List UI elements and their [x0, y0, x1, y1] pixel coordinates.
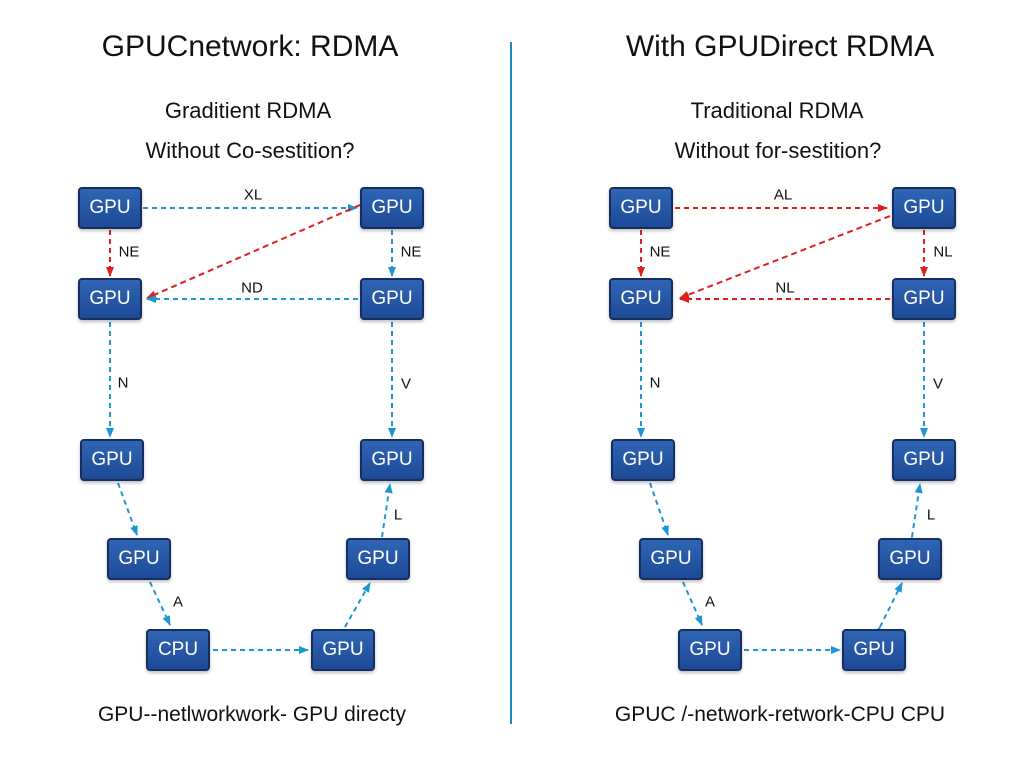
- left-label-left-long: N: [117, 374, 129, 392]
- right-node-3: GPU: [609, 278, 673, 320]
- right-node-4: GPU: [892, 278, 956, 320]
- left-node-2: GPU: [360, 187, 424, 229]
- left-node-7: GPU: [107, 538, 171, 580]
- right-edge-left-diag-1: [649, 482, 669, 536]
- left-node-9: CPU: [146, 629, 210, 671]
- right-label-right-long: V: [932, 375, 944, 393]
- right-label-mid: NL: [775, 279, 795, 297]
- right-node-9: GPU: [678, 629, 742, 671]
- left-label-top: XL: [243, 186, 263, 204]
- right-label-bottom-left: A: [704, 593, 716, 611]
- right-node-1: GPU: [609, 187, 673, 229]
- left-label-right-down: NE: [400, 243, 422, 261]
- left-label-bottom-left: A: [172, 593, 184, 611]
- right-label-left-long: N: [649, 374, 661, 392]
- left-footer: GPU--netlworkwork- GPU directy: [97, 703, 407, 726]
- right-label-right-down: NL: [933, 243, 953, 261]
- left-edge-diagonal-red: [146, 197, 370, 299]
- left-edge-left-diag-1: [117, 482, 138, 536]
- right-node-2: GPU: [892, 187, 956, 229]
- left-title: GPUCnetwork: RDMA: [101, 30, 399, 63]
- right-node-8: GPU: [878, 538, 942, 580]
- left-node-6: GPU: [360, 439, 424, 481]
- right-node-5: GPU: [611, 439, 675, 481]
- right-title: With GPUDirect RDMA: [625, 30, 935, 63]
- left-label-mid: ND: [241, 279, 263, 297]
- right-subtitle-2: Without for-sestition?: [674, 138, 882, 163]
- left-edge-right-diag-2: [381, 483, 393, 538]
- left-node-5: GPU: [80, 439, 144, 481]
- right-label-left-down: NE: [649, 243, 671, 261]
- left-node-1: GPU: [78, 187, 142, 229]
- left-edge-left-diag-2: [149, 581, 171, 626]
- left-subtitle-1: Graditient RDMA: [164, 98, 332, 123]
- right-node-10: GPU: [842, 629, 906, 671]
- right-subtitle-1: Traditional RDMA: [690, 98, 864, 123]
- right-footer: GPUC /-network-retwork-CPU CPU: [614, 703, 946, 726]
- right-label-right-up: L: [926, 506, 936, 524]
- right-edge-right-diag-2: [906, 483, 923, 547]
- right-edge-right-diag-1: [872, 582, 903, 637]
- left-label-right-long: V: [400, 375, 412, 393]
- left-node-3: GPU: [78, 278, 142, 320]
- right-node-6: GPU: [892, 439, 956, 481]
- panel-divider: [510, 42, 512, 724]
- left-edge-right-diag-1: [344, 582, 371, 628]
- left-subtitle-2: Without Co-sestition?: [145, 138, 355, 163]
- left-node-10: GPU: [311, 629, 375, 671]
- right-label-top: AL: [773, 186, 793, 204]
- right-edge-left-diag-2: [682, 581, 703, 626]
- right-edge-diagonal-red: [679, 215, 891, 299]
- right-node-7: GPU: [639, 538, 703, 580]
- left-node-4: GPU: [360, 278, 424, 320]
- left-node-8: GPU: [346, 538, 410, 580]
- left-label-right-up: L: [393, 506, 403, 524]
- left-label-left-down: NE: [118, 243, 140, 261]
